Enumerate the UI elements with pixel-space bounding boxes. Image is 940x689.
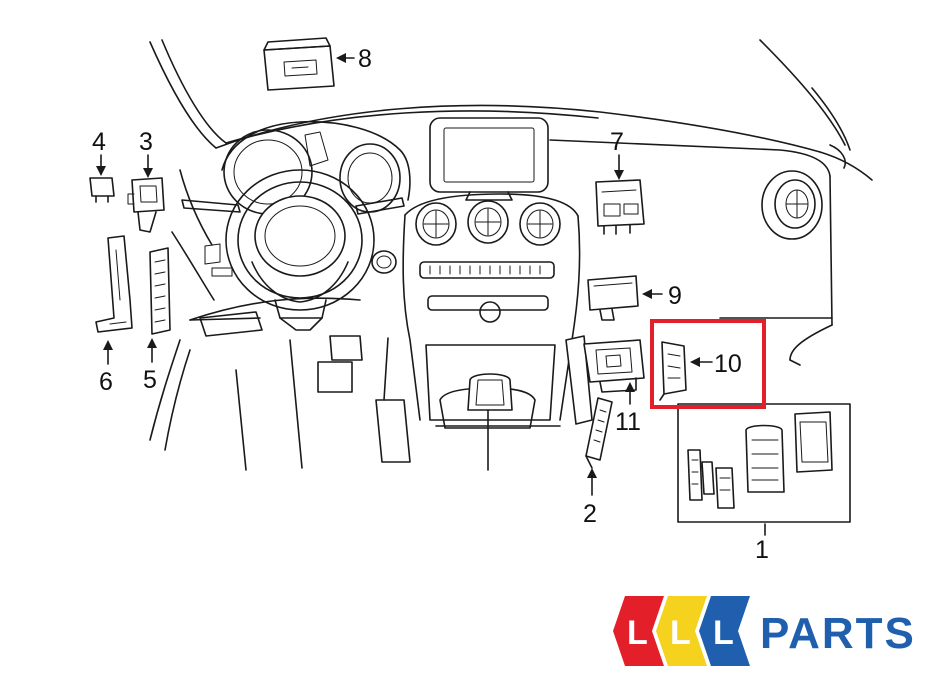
callout-6: 6 [99, 368, 113, 396]
brand-tile-3 [699, 596, 750, 666]
part-9-control-unit [587, 275, 639, 321]
part-7-module [595, 179, 645, 235]
start-button [371, 250, 397, 274]
callout-10: 10 [714, 350, 742, 378]
callout-labels: 1 2 3 4 5 6 7 8 9 10 11 [92, 45, 769, 564]
part-10-module [659, 341, 687, 401]
callout-5: 5 [143, 366, 157, 394]
brand-tile-2 [656, 596, 707, 666]
callout-4: 4 [92, 128, 106, 156]
part-6-bracket [95, 235, 133, 333]
brand-tile-3-letter: L [713, 614, 734, 652]
callout-1: 1 [755, 536, 769, 564]
center-display [429, 117, 549, 201]
part-11-bracket [565, 335, 645, 425]
brand-name: PARTS [760, 609, 916, 658]
right-air-vent [761, 170, 823, 240]
callout-2: 2 [583, 500, 597, 528]
pedals [199, 311, 411, 471]
dashboard-outline [149, 39, 873, 451]
brand-tile-1-letter: L [627, 614, 648, 652]
part-2-module [585, 397, 613, 469]
part-3-relay-bracket [127, 177, 165, 233]
brand-logo: L L L PARTS [613, 596, 916, 666]
brand-tile-1 [613, 596, 664, 666]
callout-11: 11 [615, 408, 641, 436]
steering-wheel [181, 169, 405, 331]
part-4-relay [89, 177, 115, 203]
callout-arrows [96, 53, 766, 536]
part-1-fuse-box [677, 403, 851, 523]
part-5-control-unit [149, 247, 171, 335]
callout-8: 8 [358, 45, 372, 73]
brand-tile-2-letter: L [670, 614, 691, 652]
callout-3: 3 [139, 128, 153, 156]
highlight-frame-part-10 [650, 319, 766, 409]
center-console [402, 193, 581, 471]
part-8-module [263, 37, 335, 91]
callout-9: 9 [668, 282, 682, 310]
callout-7: 7 [610, 128, 624, 156]
